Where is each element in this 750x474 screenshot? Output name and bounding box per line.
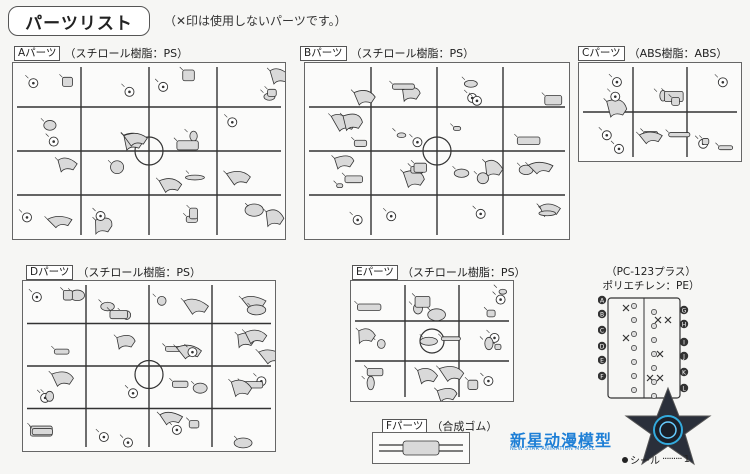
pc-letter-marker: B [600, 312, 604, 319]
runner-artwork [17, 66, 285, 235]
watermark-subtext: NEW STAR ANIMATION MODEL [510, 446, 596, 452]
runner-f-artwork [379, 440, 463, 456]
pc-letter-marker: I [683, 340, 685, 347]
runner-d [22, 280, 276, 452]
runner-artwork [354, 284, 509, 401]
section-a-material: （スチロール樹脂：PS） [64, 47, 189, 60]
section-e-label: Eパーツ （スチロール樹脂：PS） [352, 264, 526, 280]
parts-list-title: パーツリスト [8, 6, 150, 36]
pc-runner-artwork: AB C DE F GH IJ K L [598, 295, 689, 399]
star-logo-icon [624, 386, 712, 466]
runner-c [578, 62, 742, 162]
runner-e [350, 280, 514, 402]
sticker-count: 1 [683, 454, 690, 465]
runner-artwork [27, 285, 275, 449]
pc-letter-marker: K [682, 370, 687, 377]
section-f-material: （合成ゴム） [431, 420, 498, 433]
section-pc-line1: （PC-123プラス） [606, 266, 696, 278]
section-c-material: （ABS樹脂：ABS） [628, 47, 728, 60]
pc-letter-marker: D [600, 344, 605, 351]
section-e-letter: Eパーツ [352, 264, 398, 280]
section-d-letter: Dパーツ [26, 264, 74, 280]
section-c-letter: Cパーツ [578, 45, 625, 61]
pc-letter-marker: J [682, 354, 685, 361]
section-a-label: Aパーツ （スチロール樹脂：PS） [14, 45, 188, 61]
section-pc-line2: ポリエチレン：PE） [602, 280, 700, 292]
unused-parts-note: （✕印は使用しないパーツです。） [164, 14, 347, 28]
section-b-letter: Bパーツ [300, 45, 347, 61]
section-c-label: Cパーツ （ABS樹脂：ABS） [578, 45, 727, 61]
section-d-label: Dパーツ （スチロール樹脂：PS） [26, 264, 201, 280]
section-a-letter: Aパーツ [14, 45, 61, 61]
section-b-label: Bパーツ （スチロール樹脂：PS） [300, 45, 474, 61]
sticker-label: シール [630, 456, 660, 467]
pc-letter-marker: A [600, 298, 605, 305]
runner-artwork [583, 67, 737, 157]
pc-letter-marker: H [682, 322, 687, 329]
pc-letter-marker: L [682, 386, 686, 393]
pc-letter-marker: F [600, 374, 604, 381]
section-b-material: （スチロール樹脂：PS） [350, 47, 475, 60]
runner-a [12, 62, 286, 240]
runner-b [304, 62, 570, 240]
pc-letter-marker: C [600, 328, 604, 335]
sticker-line: シール ········· 1 [622, 452, 690, 467]
section-pc-label: （PC-123プラス） ポリエチレン：PE） [596, 265, 706, 293]
watermark-text: 新星动漫模型 [510, 431, 613, 450]
section-d-material: （スチロール樹脂：PS） [77, 266, 202, 279]
pc-letter-marker: E [600, 358, 604, 365]
runner-artwork [309, 67, 565, 235]
runner-f [372, 432, 470, 464]
section-e-material: （スチロール樹脂：PS） [401, 266, 526, 279]
pc-letter-marker: G [682, 308, 687, 315]
bullet-icon [622, 456, 628, 463]
section-f-label: Fパーツ （合成ゴム） [382, 418, 497, 434]
